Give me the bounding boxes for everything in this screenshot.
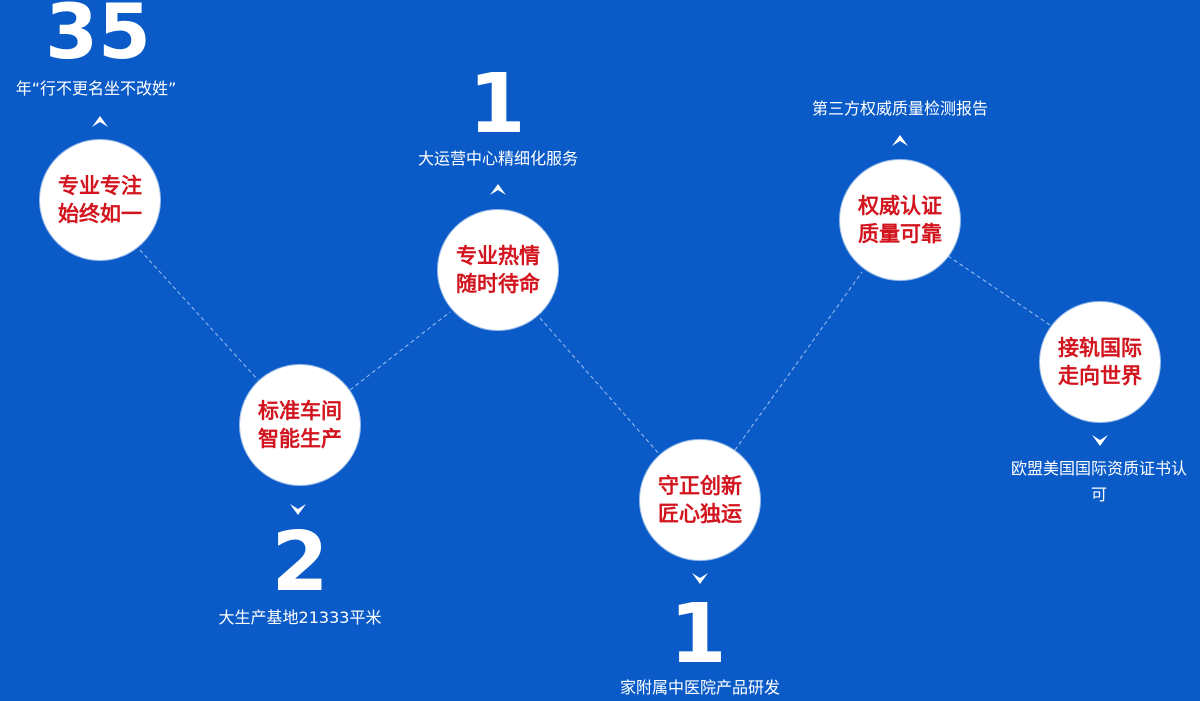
stat-caption-6: 欧盟美国国际资质证书认 可 [1011, 456, 1187, 508]
node-2-line-2: 智能生产 [258, 427, 342, 451]
stat-caption-5: 第三方权威质量检测报告 [811, 99, 989, 118]
node-standard-workshop: 标准车间 智能生产 [240, 365, 360, 485]
node-1-line-2: 始终如一 [58, 202, 142, 226]
stat-caption-6-line-1: 欧盟美国国际资质证书认 [1010, 459, 1188, 478]
stat-number-1: 35 [45, 0, 151, 76]
node-6-line-1: 接轨国际 [1058, 336, 1142, 360]
chevron-down-icon [1092, 435, 1108, 446]
node-3-line-2: 随时待命 [456, 272, 540, 296]
node-professional-enthusiasm: 专业热情 随时待命 [438, 210, 558, 330]
node-4-line-2: 匠心独运 [658, 502, 742, 526]
connector-5-6 [947, 255, 1051, 326]
node-professional-focus: 专业专注 始终如一 [40, 140, 160, 260]
node-3-line-1: 专业热情 [456, 244, 540, 268]
chevron-down-icon [290, 504, 306, 515]
node-6-line-2: 走向世界 [1058, 364, 1142, 388]
chevron-up-icon [490, 184, 506, 195]
node-5-line-1: 权威认证 [858, 194, 942, 218]
node-international-alignment: 接轨国际 走向世界 [1040, 302, 1160, 422]
stat-caption-3: 大运营中心精细化服务 [417, 149, 579, 168]
node-5-line-2: 质量可靠 [858, 222, 942, 246]
node-4-line-1: 守正创新 [658, 474, 742, 498]
node-authoritative-certification: 权威认证 质量可靠 [840, 160, 960, 280]
node-integrity-innovation: 守正创新 匠心独运 [640, 440, 760, 560]
stat-caption-2: 大生产基地21333平米 [218, 608, 382, 627]
node-2-line-1: 标准车间 [258, 399, 342, 423]
stat-caption-1: 年“行不更名坐不改姓” [15, 79, 177, 98]
connector-4-5 [734, 271, 863, 451]
stat-number-2: 2 [271, 515, 329, 610]
chevron-up-icon [892, 135, 908, 146]
stat-caption-6-line-2: 可 [1090, 485, 1108, 504]
connector-3-4 [539, 317, 661, 456]
node-1-line-1: 专业专注 [58, 174, 142, 198]
connector-1-2 [139, 249, 259, 381]
stat-number-4: 1 [669, 587, 727, 682]
chevron-down-icon [692, 573, 708, 584]
stat-number-3: 1 [468, 57, 526, 152]
stat-caption-4: 家附属中医院产品研发 [619, 678, 781, 697]
connector-2-3 [349, 311, 451, 391]
chevron-up-icon [92, 116, 108, 127]
